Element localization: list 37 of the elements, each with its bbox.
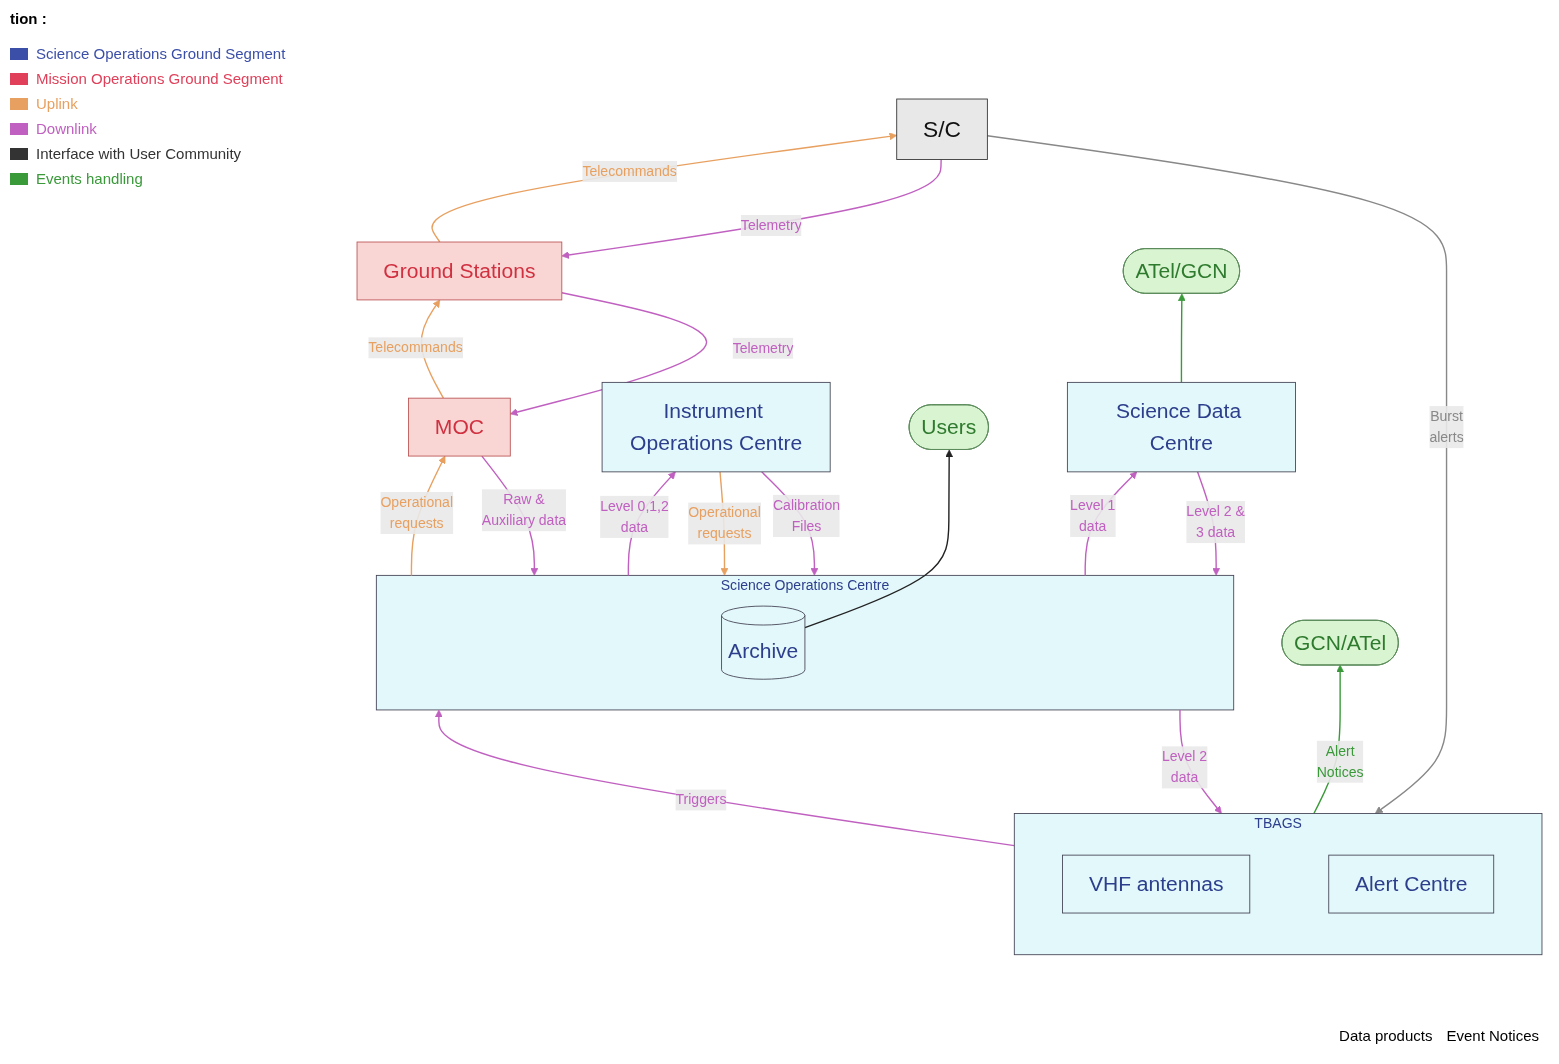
legend-text: Science Operations Ground Segment [36,45,286,62]
edge-label: Level 2 data [1161,749,1208,786]
edge-label: Alert Notices [1316,743,1364,780]
legend-text: Interface with User Community [36,145,242,162]
node-box: MOC [408,397,511,457]
legend-text: Mission Operations Ground Segment [36,70,283,87]
edge-label: Telemetry [740,217,802,233]
arrow [509,292,707,416]
edge-label: Triggers [675,792,727,808]
edge-label: Telecommands [582,163,677,179]
node-box: Instrument Operations Centre [601,382,831,473]
node-box: Science Data Centre [1066,382,1296,473]
edge-label: Burst alerts [1429,408,1464,445]
edge-label: Raw & Auxiliary data [481,492,567,528]
edge-label: Level 1 data [1070,497,1116,534]
edge-label: Operational requests [380,494,453,531]
node-box: Ground Stations [356,241,563,301]
edge-label: Calibration Files [772,497,841,534]
node-box: S/C [896,98,988,161]
arrow [431,132,898,243]
legend-heading: tion : [10,10,47,27]
edge-label: Level 2 & 3 data [1186,503,1245,540]
legend-text: Uplink [36,95,78,112]
node-box: Alert Centre [1328,854,1495,914]
node-box: VHF antennas [1062,854,1251,914]
edge-label: Level 0,1,2 data [600,498,669,535]
legend-text: Events handling [36,170,143,187]
arrow [561,159,942,259]
note-text: Event Notices [1446,1027,1539,1044]
edge-label: Telecommands [368,340,463,356]
edge-label: Operational requests [688,505,761,542]
legend-text: Downlink [36,120,97,137]
arrow [804,449,954,629]
edge-label: Telemetry [732,340,794,356]
note-text: Data products [1339,1027,1433,1044]
arrow [435,709,1015,847]
arrow [1177,293,1186,384]
